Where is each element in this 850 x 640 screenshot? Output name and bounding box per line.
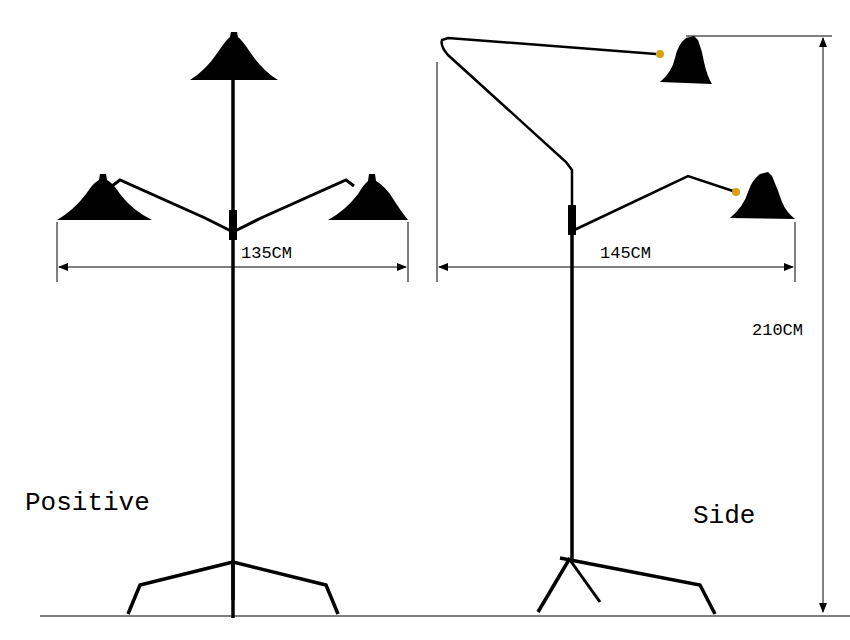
side-lamp [442, 36, 795, 614]
dimension-label: 145CM [600, 245, 651, 262]
dimension-label: 135CM [241, 245, 292, 262]
view-label: Side [693, 503, 755, 529]
view-label: Positive [25, 490, 150, 516]
front-lamp [57, 32, 408, 618]
ground-line [40, 615, 850, 617]
dimension-label: 210CM [752, 322, 803, 339]
dimension-lines [57, 36, 832, 612]
